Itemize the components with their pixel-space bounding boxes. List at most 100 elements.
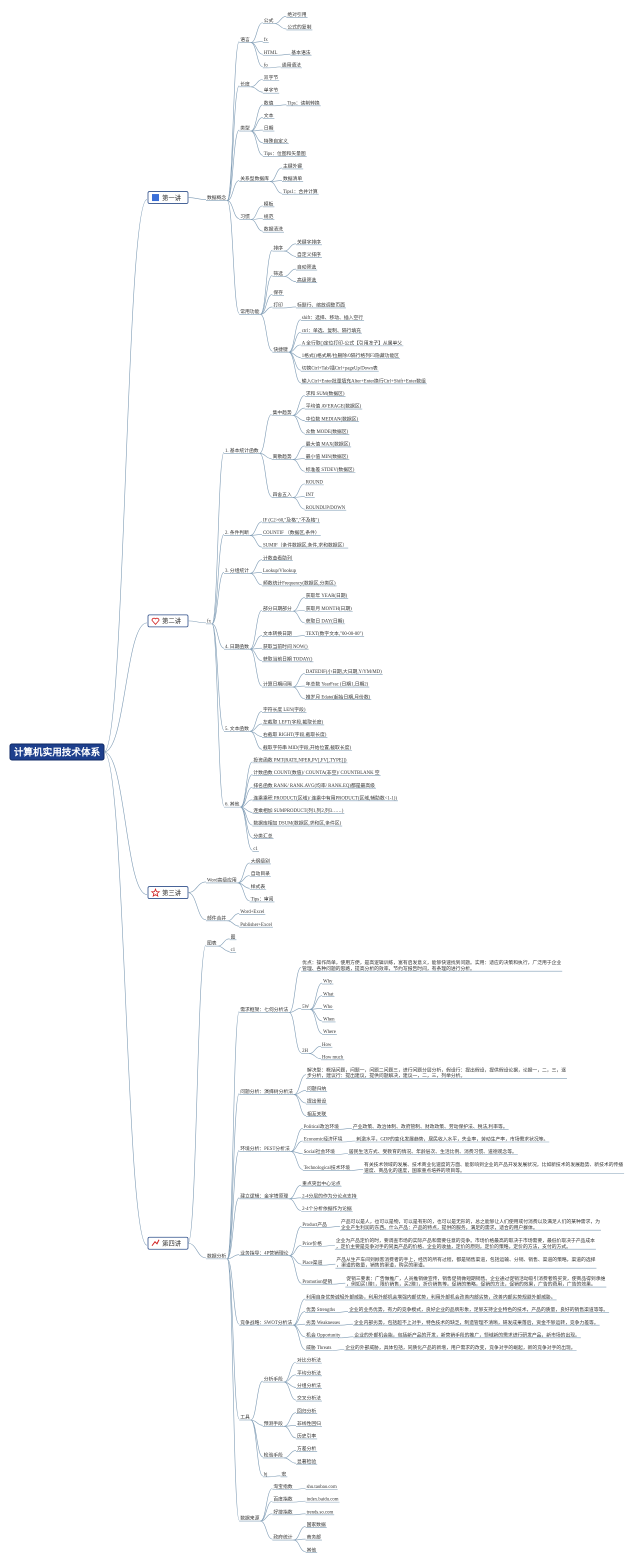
leaf-node[interactable]: 分类汇总 — [252, 832, 274, 839]
leaf-node[interactable]: 获取日 DAY(日期) — [304, 617, 346, 624]
leaf-node[interactable]: shift：选择、移动、插入空行 — [300, 314, 365, 321]
branch-node[interactable]: Political政治环境 — [302, 1123, 340, 1130]
leaf-node[interactable]: 1格式()格式刷/拉删除/0隔行格列F3隐藏功能区 — [300, 352, 401, 359]
leaf-node[interactable]: 自动目录 — [249, 870, 271, 877]
leaf-node[interactable]: Tips：读制转换 — [286, 99, 321, 106]
leaf-node[interactable]: Who — [322, 1005, 334, 1010]
branch-node[interactable]: 部分日期部分 — [261, 605, 293, 612]
leaf-node[interactable]: 企业的外部威胁，具体包括，同质化产品的新增，用户需求的改变，竞争对手的崛起，新的… — [344, 1344, 577, 1351]
leaf-node[interactable]: SUMIF（条件数据区,条件,求和数据区） — [261, 542, 349, 549]
leaf-node[interactable]: 数据清单 — [281, 175, 304, 182]
leaf-node[interactable]: 单字节 — [262, 87, 280, 94]
leaf-node[interactable]: Tips1：合并计算 — [281, 188, 319, 195]
branch-node[interactable]: 图表 — [206, 940, 218, 947]
leaf-node[interactable]: 频数统计Frequency(数据区,分类区) — [261, 580, 337, 587]
leaf-node[interactable]: 输入Ctrl+Enter批量填充Alter+Enter换行Ctrl+Shift+… — [300, 377, 427, 384]
branch-node[interactable]: 邮件合并 — [206, 914, 228, 921]
branch-node[interactable]: 业务指导：4P营销理论 — [239, 1249, 290, 1256]
leaf-node[interactable]: 中位数 MEDIAN(数据区) — [304, 415, 360, 422]
leaf-node[interactable]: 其他 — [305, 1546, 318, 1553]
leaf-node[interactable]: 优点：操作简单，使用方便，是高逻辑训练，富有启发意义，能够快速找到问题。实用：适… — [301, 959, 563, 972]
leaf-node[interactable]: INT — [304, 493, 315, 498]
branch-node[interactable]: 语言 — [239, 36, 251, 43]
leaf-node[interactable]: COUNTIF （数据区,条件） — [261, 529, 321, 536]
leaf-node[interactable]: index.baidu.com — [305, 1498, 340, 1503]
leaf-node[interactable]: 显著检验 — [295, 1458, 318, 1465]
leaf-node[interactable]: Word+Excel — [239, 910, 266, 915]
leaf-node[interactable]: 规范 — [262, 213, 275, 220]
leaf-node[interactable]: 年总数 YearFrac (日期1,日期2) — [304, 681, 370, 688]
leaf-node[interactable]: 模板 — [262, 200, 275, 207]
leaf-node[interactable]: 关键字排序 — [295, 238, 322, 245]
leaf-node[interactable]: 对比分析法 — [295, 1357, 322, 1364]
branch-node[interactable]: fo — [262, 63, 269, 68]
branch-node[interactable]: 文本转换日期 — [261, 630, 293, 637]
leaf-node[interactable]: 促销三要素：广告做推广，人员推销做宣传，销售促销做短期销售。企业通过促销活动吸引… — [345, 1275, 607, 1288]
branch-node[interactable]: 淘宝指数 — [272, 1483, 294, 1490]
branch-node[interactable]: Technological技术环境 — [302, 1164, 352, 1171]
leaf-node[interactable]: 刺激水平，GDP的变化发展趋势，居民收入水平，失业率，劳动生产率，市场需求状况等… — [355, 1136, 550, 1143]
leaf-node[interactable]: 企业的外部机会能，包括新产品的开发，新营销手段的推广，领域新的需求进行研发产品，… — [353, 1331, 581, 1338]
branch-node[interactable]: 集中趋势 — [271, 409, 293, 416]
leaf-node[interactable]: 2-4个分析依据作为论据 — [301, 1205, 353, 1212]
leaf-node[interactable]: 居民生活方式、受教育的情况、年龄层次、生活比例、消费习惯、道德观念等。 — [347, 1148, 518, 1155]
leaf-node[interactable]: 图 — [229, 934, 237, 940]
branch-node[interactable]: Economic经济环境 — [302, 1136, 344, 1143]
branch-node[interactable]: 数据来源 — [239, 1515, 261, 1522]
branch-node[interactable]: 6. 其他 — [223, 801, 241, 808]
branch-node[interactable]: HTML — [262, 51, 279, 56]
leaf-node[interactable]: 平均分析法 — [295, 1369, 322, 1376]
lecture-node[interactable]: 第二讲 — [147, 614, 189, 628]
leaf-node[interactable]: 产业政策、政治体制、政府管制、财政政策、劳动保护法、税法,利率等。 — [351, 1123, 509, 1130]
branch-node[interactable]: 劣势 Weaknesses — [305, 1319, 342, 1326]
leaf-node[interactable]: shu.taobao.com — [305, 1485, 338, 1490]
branch-node[interactable]: 问题分析：演绎树分析法 — [239, 1088, 294, 1095]
leaf-node[interactable]: 大纲级别 — [249, 858, 271, 865]
branch-node[interactable]: 长度 — [239, 80, 251, 87]
branch-node[interactable]: 离散趋势 — [271, 453, 293, 460]
leaf-node[interactable]: 保存 — [272, 289, 284, 296]
branch-node[interactable]: 建立逻辑：金字塔原理 — [239, 1192, 290, 1199]
leaf-node[interactable]: 问题归纳 — [305, 1085, 328, 1092]
leaf-node[interactable]: fx — [262, 38, 269, 43]
branch-node[interactable]: Promotion促销 — [301, 1278, 334, 1285]
branch-node[interactable]: 3. 分组统计 — [223, 567, 250, 574]
leaf-node[interactable]: 连乘乘积 PRODUCT(区域)/ 连乘中有用PRODUCT(区域,辅助数<1-… — [252, 794, 398, 801]
branch-node[interactable]: 竞争战略：SWOT分析法 — [239, 1319, 294, 1326]
leaf-node[interactable]: 重点突出中心论点 — [301, 1180, 342, 1187]
leaf-node[interactable]: 利用自身优势诚轻外部威胁，利用外部机会增强内部优势，利用外部机会改善内部劣势，改… — [305, 1294, 557, 1301]
leaf-node[interactable]: 主键外键 — [281, 163, 304, 170]
leaf-node[interactable]: 国家数据 — [305, 1521, 327, 1528]
leaf-node[interactable]: 通用语法 — [280, 61, 302, 68]
leaf-node[interactable]: 分组分析法 — [295, 1382, 322, 1389]
leaf-node[interactable]: 企业内部劣势，包括超不上对手，特色技术的缺乏，制造管理不清晰，研发成果落后，资金… — [353, 1319, 600, 1326]
leaf-node[interactable]: Publisher+Excel — [239, 923, 273, 928]
leaf-node[interactable]: 历史引率 — [295, 1433, 318, 1440]
branch-node[interactable]: 快捷键 — [272, 346, 289, 353]
branch-node[interactable]: 4. 日期函数 — [223, 643, 250, 650]
leaf-node[interactable]: 左截取 LEFT(字段,截取长度) — [261, 719, 325, 726]
leaf-node[interactable]: 获取当前日期 TODAY() — [261, 655, 314, 662]
leaf-node[interactable]: 投资函数 PMT(RATE,NPER,PV[,FV[,TYPE]]) — [252, 756, 348, 763]
lecture-node[interactable]: 第一讲 — [147, 191, 189, 204]
branch-node[interactable]: 四舍五入 — [271, 491, 293, 498]
leaf-node[interactable]: 相互关联 — [305, 1110, 328, 1117]
branch-node[interactable]: 数值 — [262, 99, 275, 106]
leaf-node[interactable]: 高级筛选 — [295, 276, 318, 283]
leaf-node[interactable]: 排名函数 RANK/ RANK.AVG(均率/ RANK.EQ)都是最高级 — [252, 782, 376, 789]
branch-node[interactable]: fx — [206, 619, 212, 624]
leaf-node[interactable]: 企业为产品定价的时，要调查市场的实际产品和需要任意的竞争。市场价格最高的取决于市… — [334, 1237, 596, 1250]
leaf-node[interactable]: 产品可以是人，也可以是物，可以是有形的，也可以是无形的，总之能够让人们使用或付消… — [339, 1218, 601, 1231]
branch-node[interactable]: 分析手段 — [262, 1376, 284, 1383]
leaf-node[interactable]: ROUNDUP/DOWN — [304, 506, 347, 511]
leaf-node[interactable]: 自动筛选 — [295, 264, 318, 271]
branch-node[interactable]: 数据概念 — [206, 194, 228, 201]
leaf-node[interactable]: 商务部 — [305, 1534, 322, 1541]
branch-node[interactable]: 类型 — [239, 125, 251, 132]
branch-node[interactable]: 优势 Strengths — [305, 1306, 337, 1313]
leaf-node[interactable]: 绝对引用 — [286, 11, 308, 18]
branch-node[interactable]: 常用功能 — [239, 308, 261, 315]
leaf-node[interactable]: trends.so.com — [305, 1510, 335, 1515]
leaf-node[interactable]: 数据清洗 — [262, 226, 284, 233]
leaf-node[interactable]: 推岁月 Edate(起始日期,月份数) — [304, 693, 372, 700]
